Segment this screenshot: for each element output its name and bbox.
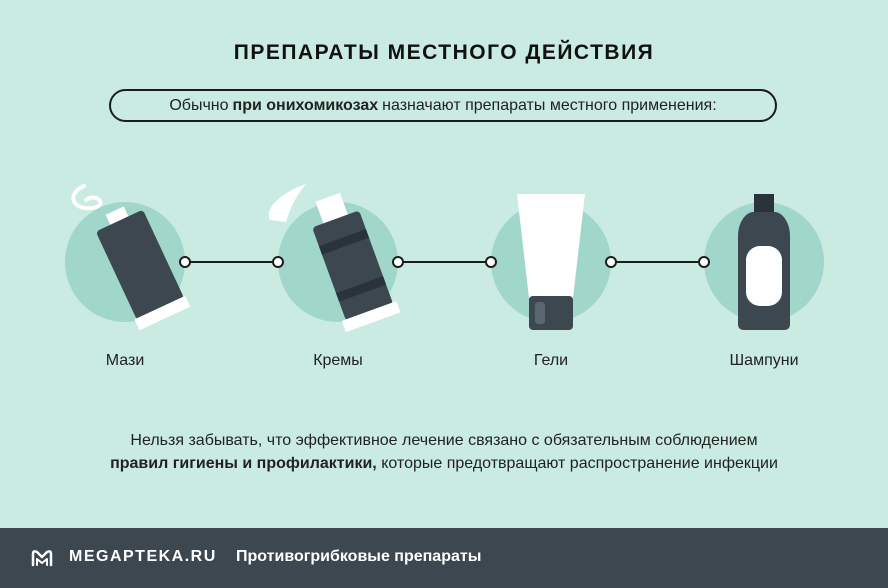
note-bold: правил гигиены и профилактики, <box>110 455 377 472</box>
brand-name[interactable]: MEGAPTEKA.RU <box>69 548 217 565</box>
product-label-ointment: Мази <box>105 352 145 369</box>
footer-bar: MEGAPTEKA.RU Противогрибковые препараты <box>0 528 888 588</box>
intro-text-before: Обычно <box>169 96 229 114</box>
intro-text-bold: при онихомикозах <box>232 96 379 114</box>
megapteka-logo-icon[interactable] <box>29 547 55 569</box>
footer-section-title: Противогрибковые препараты <box>236 548 482 565</box>
product-label-cream: Кремы <box>313 352 363 369</box>
note-line-1: Нельзя забывать, что эффективное лечение… <box>130 432 758 449</box>
intro-text-after: назначают препараты местного применения: <box>382 96 717 114</box>
intro-banner: Обычно при онихомикозах назначают препар… <box>109 89 777 122</box>
connector-1 <box>179 256 284 268</box>
ointment-tube-icon <box>71 184 191 331</box>
product-label-shampoo: Шампуни <box>729 352 799 369</box>
gel-tube-icon <box>517 194 585 330</box>
note-after: которые предотвращают распространение ин… <box>381 455 778 472</box>
connector-2 <box>392 256 497 268</box>
product-label-gel: Гели <box>533 352 569 369</box>
connector-3 <box>605 256 710 268</box>
shampoo-bottle-icon <box>738 194 790 330</box>
page-title: ПРЕПАРАТЫ МЕСТНОГО ДЕЙСТВИЯ <box>233 41 655 64</box>
note-line-2: правил гигиены и профилактики, которые п… <box>0 452 888 475</box>
cream-tube-icon <box>268 184 401 333</box>
hygiene-note: Нельзя забывать, что эффективное лечение… <box>0 429 888 475</box>
